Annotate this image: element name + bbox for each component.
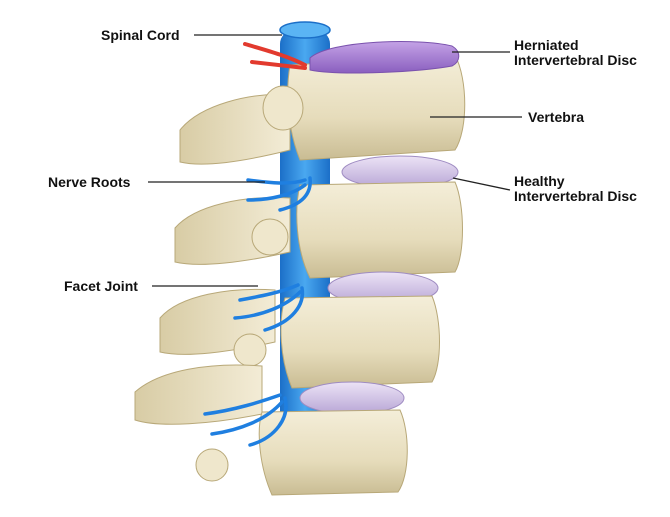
herniated-disc [309,41,460,74]
nerve-roots-label: Nerve Roots [48,174,131,190]
healthy-disc-3 [299,381,405,415]
herniated-disc-label: Herniated Intervertebral Disc [514,38,637,68]
nerve-roots [203,176,312,447]
compressed-nerve-root [243,42,307,70]
spinal-cord-label: Spinal Cord [101,27,180,43]
healthy-disc-label: Healthy Intervertebral Disc [514,174,637,204]
facet-joint-label: Facet Joint [64,278,138,294]
vertebra-label: Vertebra [528,109,585,125]
leader-lines [148,34,522,287]
vertebra-1 [179,54,466,165]
herniated-disc-label-line-1: Herniated [514,37,579,53]
vertebra-2 [174,181,463,279]
vertebra-3 [159,288,440,389]
herniated-disc-label-line-2: Intervertebral Disc [514,52,637,68]
healthy-disc-label-line-1: Healthy [514,173,565,189]
healthy-disc-label-line-2: Intervertebral Disc [514,188,637,204]
